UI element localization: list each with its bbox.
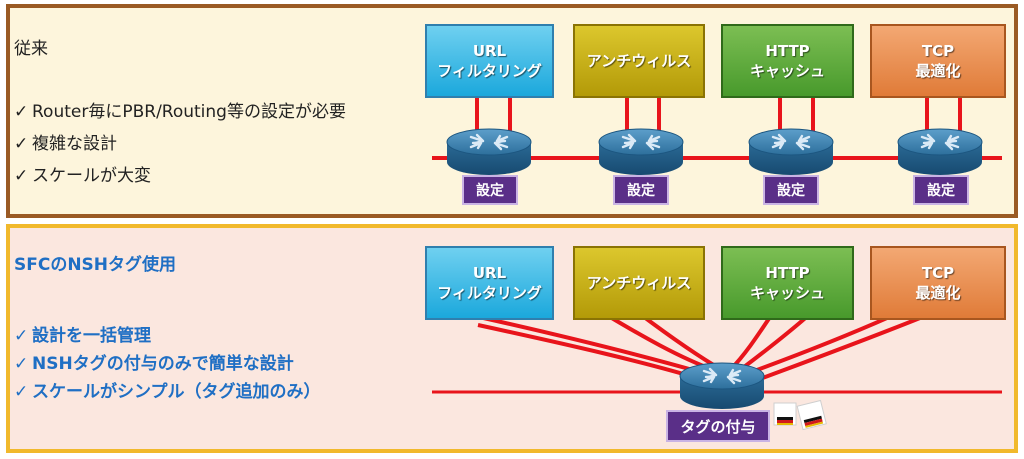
setting-badge: 設定 xyxy=(763,175,819,205)
conventional-heading: 従来 xyxy=(14,39,48,59)
sfc-point: ✓スケールがシンプル（タグ追加のみ） xyxy=(14,378,321,406)
check-icon: ✓ xyxy=(14,354,29,374)
router-icon xyxy=(896,127,984,177)
check-icon: ✓ xyxy=(14,166,29,186)
check-icon: ✓ xyxy=(14,326,29,346)
router-icon xyxy=(445,127,533,177)
conventional-point: ✓複雑な設計 xyxy=(14,128,346,160)
conventional-point: ✓Router毎にPBR/Routing等の設定が必要 xyxy=(14,96,346,128)
sfc-point: ✓NSHタグの付与のみで簡単な設計 xyxy=(14,350,321,378)
flag-icon xyxy=(773,402,797,426)
conventional-point: ✓スケールが大変 xyxy=(14,160,346,192)
check-icon: ✓ xyxy=(14,134,29,154)
function-antivirus: アンチウィルス xyxy=(573,24,705,98)
tag-assignment-badge: タグの付与 xyxy=(666,410,770,442)
sfc-points: ✓設計を一括管理 ✓NSHタグの付与のみで簡単な設計 ✓スケールがシンプル（タグ… xyxy=(14,322,321,406)
router-icon xyxy=(597,127,685,177)
router-icon xyxy=(678,361,766,411)
check-icon: ✓ xyxy=(14,102,29,122)
sfc-point: ✓設計を一括管理 xyxy=(14,322,321,350)
setting-badge: 設定 xyxy=(913,175,969,205)
conventional-points: ✓Router毎にPBR/Routing等の設定が必要 ✓複雑な設計 ✓スケール… xyxy=(14,96,346,192)
function-antivirus: アンチウィルス xyxy=(573,246,705,320)
setting-badge: 設定 xyxy=(462,175,518,205)
check-icon: ✓ xyxy=(14,382,29,402)
sfc-heading: SFCのNSHタグ使用 xyxy=(14,255,177,275)
setting-badge: 設定 xyxy=(613,175,669,205)
flag-icon xyxy=(796,399,827,431)
router-icon xyxy=(747,127,835,177)
